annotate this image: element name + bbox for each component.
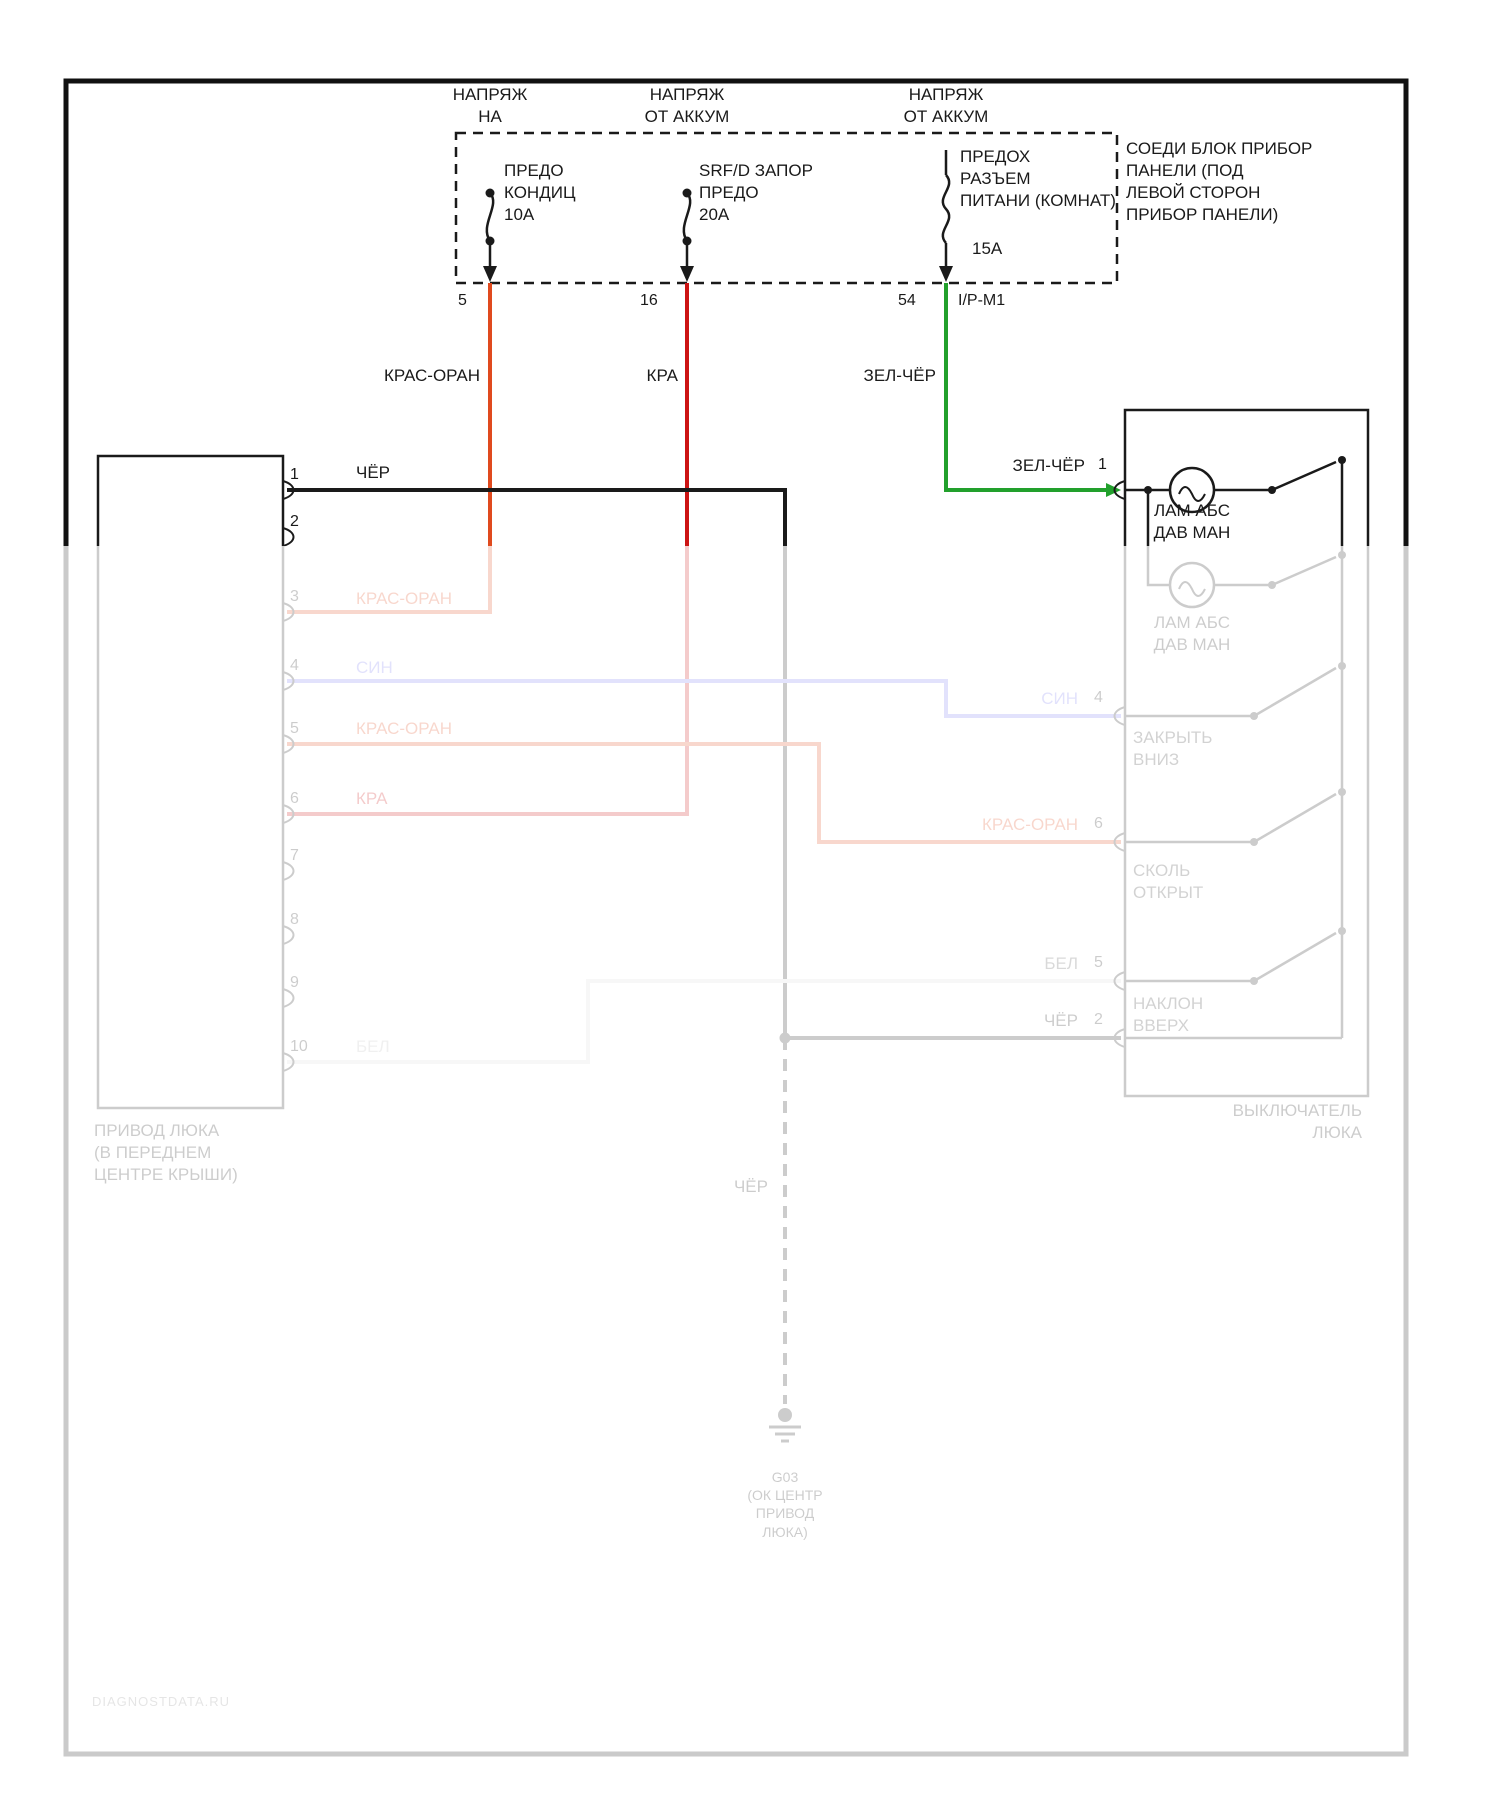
switch-entry-wire-label: ЗЕЛ-ЧЁР — [1012, 456, 1085, 475]
motor-pin-1: 1 — [290, 466, 299, 483]
lamp-label-1: ЛАМ АБС ДАВ МАН — [1153, 501, 1231, 543]
fuse-amp-3: 15А — [972, 239, 1003, 258]
wire-label-green: ЗЕЛ-ЧЁР — [863, 366, 936, 385]
wire-label-red-orange: КРАС-ОРАН — [383, 366, 480, 385]
fuse-label-3: ПРЕДОХ РАЗЪЕМ ПИТАНИ (КОМНАТ) — [960, 147, 1116, 211]
rail-header-2: НАПРЯЖ ОТ АККУМ — [644, 85, 730, 127]
fuse-label-1: ПРЕДО КОНДИЦ 10А — [504, 161, 576, 225]
motor-wire-label-1: ЧЁР — [356, 463, 391, 482]
fuse-symbol-2 — [680, 188, 694, 282]
fuse-symbol-1 — [483, 188, 497, 282]
fuse-box-outline — [454, 131, 1119, 285]
switch-entry-pin: 1 — [1098, 456, 1107, 473]
faded-overlay — [0, 546, 1500, 1814]
rail-header-1: НАПРЯЖ НА — [452, 85, 528, 127]
wire-label-red: КРА — [646, 366, 678, 385]
motor-pin-2: 2 — [290, 513, 299, 530]
fuse-pin-2: 16 — [640, 292, 658, 309]
fuse-label-2: SRF/D ЗАПОР ПРЕДО 20А — [699, 161, 813, 225]
fuse-box-note: СОЕДИ БЛОК ПРИБОР ПАНЕЛИ (ПОД ЛЕВОЙ СТОР… — [1126, 139, 1313, 225]
fuse-connector-id: I/P-M1 — [958, 292, 1006, 309]
fuse-pin-1: 5 — [458, 292, 467, 309]
fuse-pin-3: 54 — [898, 292, 916, 309]
wire-green-feed — [944, 283, 1106, 492]
rail-header-3: НАПРЯЖ ОТ АККУМ — [903, 85, 989, 127]
fuse-symbol-3 — [939, 150, 953, 282]
